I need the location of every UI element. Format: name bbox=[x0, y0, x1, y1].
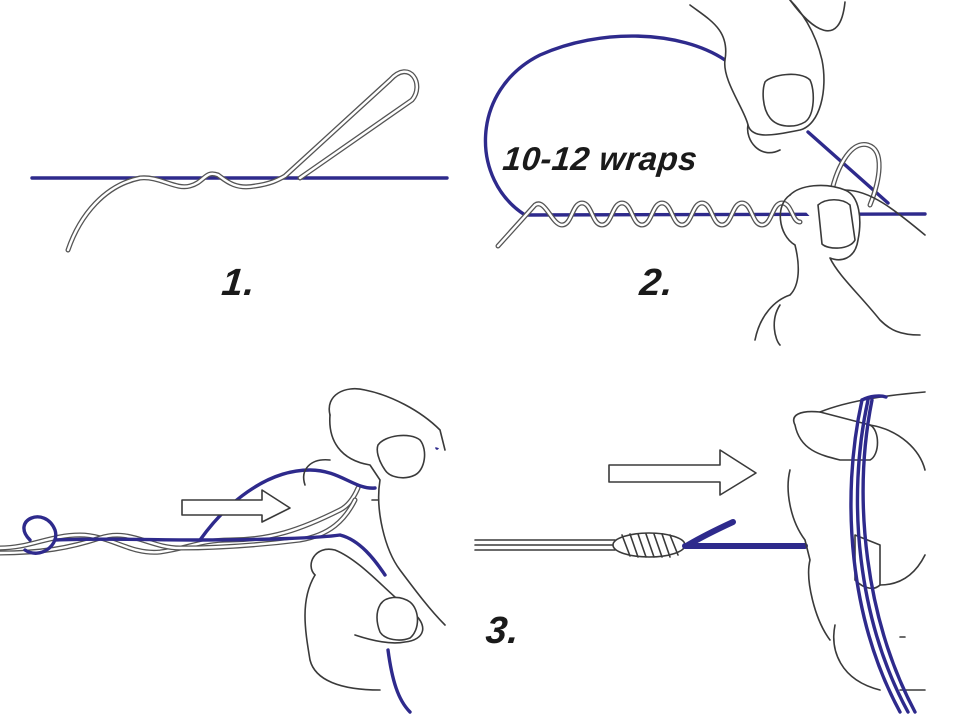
wraps-count-annotation: 10-12 wraps bbox=[501, 140, 700, 177]
pull-arrow-icon bbox=[608, 449, 757, 496]
thumbnail-bottom bbox=[376, 596, 419, 641]
panel-step-1 bbox=[30, 69, 449, 253]
main-line-end bbox=[386, 648, 412, 714]
step-1-label: 1. bbox=[219, 262, 258, 304]
leader-loop bbox=[65, 69, 420, 253]
main-line-tag bbox=[685, 519, 736, 548]
main-line bbox=[22, 515, 387, 577]
main-line-spool bbox=[849, 394, 917, 714]
finished-knot bbox=[612, 532, 686, 558]
hand-step-3a bbox=[303, 388, 446, 691]
thumbnail-lower bbox=[817, 198, 856, 249]
thumbnail-top bbox=[376, 434, 426, 479]
step-2-label: 2. bbox=[637, 262, 676, 304]
thumbnail-upper bbox=[762, 73, 815, 127]
hand-lower bbox=[754, 184, 926, 346]
hand-upper bbox=[689, 0, 846, 154]
panel-step-3b bbox=[474, 391, 926, 714]
step-3-label: 3. bbox=[483, 610, 522, 652]
main-line bbox=[523, 212, 927, 217]
leader-strands bbox=[474, 539, 616, 551]
pull-arrow-icon bbox=[181, 489, 291, 523]
main-line-loop bbox=[483, 34, 727, 217]
panel-step-2 bbox=[483, 0, 927, 346]
wrap-coils bbox=[495, 142, 882, 249]
panel-step-3a bbox=[0, 388, 446, 714]
